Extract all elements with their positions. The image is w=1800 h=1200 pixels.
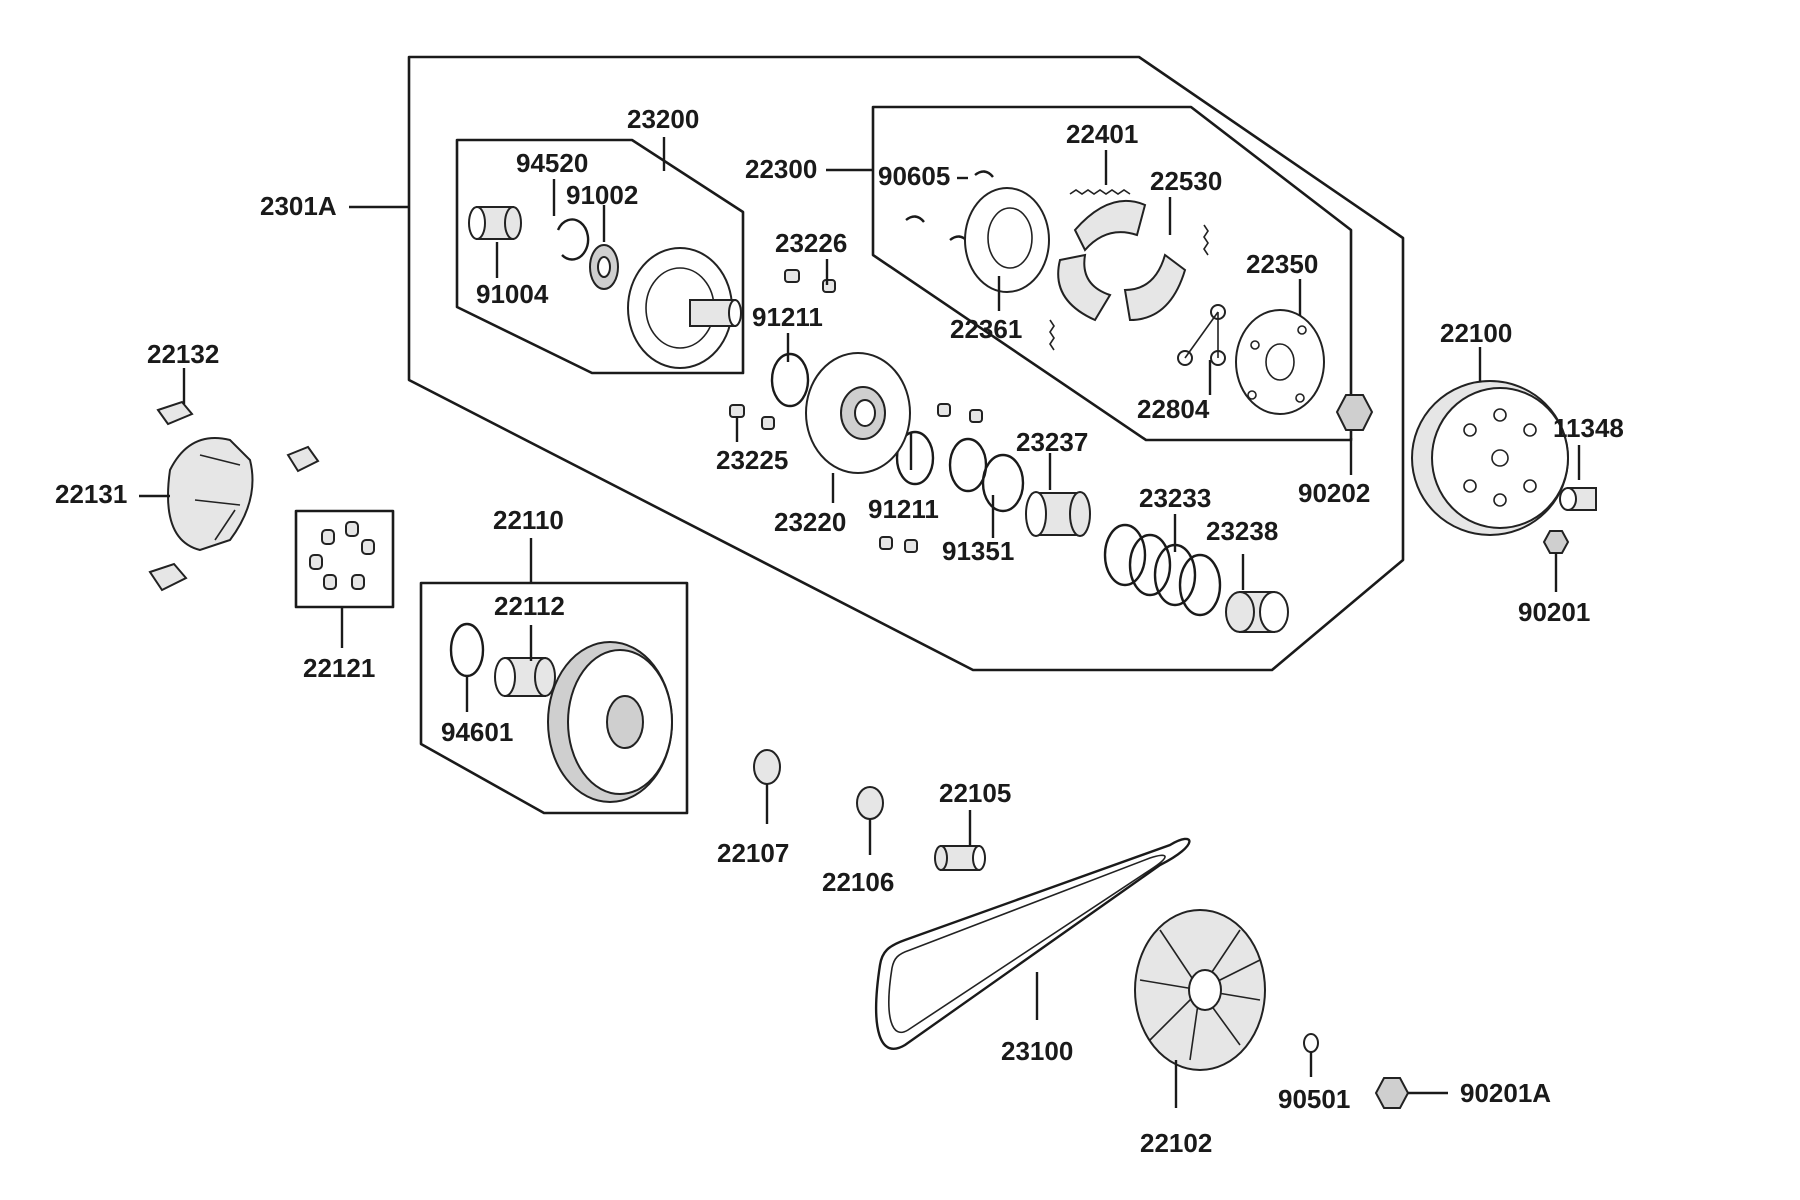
- part-22361-plate: [964, 187, 1050, 293]
- part-22112-bushing: [494, 657, 556, 697]
- part-23233-spring: [1103, 523, 1222, 617]
- callout-23225: 23225: [716, 445, 788, 475]
- part-22350-clutch-plate: [1235, 309, 1325, 415]
- part-23200-driven-face: [627, 247, 742, 369]
- callout-22102: 22102: [1140, 1128, 1212, 1158]
- callout-23237: 23237: [1016, 427, 1088, 457]
- callout-90501: 90501: [1278, 1084, 1350, 1114]
- callout-94601: 94601: [441, 717, 513, 747]
- callout-22350: 22350: [1246, 249, 1318, 279]
- callout-23238: 23238: [1206, 516, 1278, 546]
- part-22401-spring: [1069, 189, 1131, 195]
- part-91002-bearing: [589, 244, 619, 290]
- part-22110-drive-face: [547, 641, 673, 803]
- part-90201A-nut: [1374, 1077, 1410, 1109]
- part-22131-ramp-plate: [167, 437, 254, 552]
- callout-91211-lower: 91211: [868, 494, 939, 524]
- callout-22530: 22530: [1150, 166, 1222, 196]
- callout-22132: 22132: [147, 339, 219, 369]
- callout-91351: 91351: [942, 536, 1014, 566]
- part-94601-ring: [449, 622, 485, 678]
- callout-23226: 23226: [775, 228, 847, 258]
- callout-22804: 22804: [1137, 394, 1210, 424]
- callout-11348: 11348: [1553, 413, 1624, 443]
- callout-94520: 94520: [516, 148, 588, 178]
- assembly-2301A-outline: [407, 55, 1405, 672]
- callout-23200: 23200: [627, 104, 699, 134]
- assembly-22121-outline: [294, 509, 395, 609]
- part-22105-bushing: [934, 845, 986, 871]
- part-94520-circlip: [556, 218, 590, 261]
- part-91211-oring-upper: [770, 352, 810, 408]
- callout-23220: 23220: [774, 507, 846, 537]
- callout-22401: 22401: [1066, 119, 1138, 149]
- part-22106-ring: [856, 786, 884, 820]
- part-23238-collar: [1225, 591, 1289, 633]
- part-90501-washer: [1303, 1033, 1319, 1053]
- callout-22105: 22105: [939, 778, 1011, 808]
- part-guide-slider-right: [286, 445, 320, 473]
- part-23220-movable-face: [805, 352, 911, 474]
- callout-22100: 22100: [1440, 318, 1512, 348]
- part-22132-slider: [156, 400, 194, 426]
- callout-90605: 90605: [878, 161, 950, 191]
- callout-90201: 90201: [1518, 597, 1590, 627]
- callout-91002: 91002: [566, 180, 638, 210]
- callout-22110: 22110: [493, 505, 564, 535]
- callout-22300: 22300: [745, 154, 817, 184]
- part-22107-ring: [753, 749, 781, 785]
- callout-2301A: 2301A: [260, 191, 337, 221]
- part-22804-collars: [1177, 304, 1226, 366]
- callout-labels: 2301A 23200 94520 91002 91004 22300 9060…: [55, 104, 1624, 1158]
- callout-22107: 22107: [717, 838, 789, 868]
- part-pin-studs: [879, 403, 983, 553]
- callout-22361: 22361: [950, 314, 1022, 344]
- part-90202-nut: [1335, 394, 1374, 431]
- callout-90201A: 90201A: [1460, 1078, 1551, 1108]
- part-22102-fan-face: [1134, 909, 1266, 1071]
- callout-91211-upper: 91211: [752, 302, 823, 332]
- part-22530-clutch-shoes: [1057, 199, 1187, 322]
- leader-lines: [139, 137, 1581, 1108]
- callout-22121: 22121: [303, 653, 375, 683]
- callout-22131: 22131: [55, 479, 127, 509]
- part-91351-orings: [948, 437, 1025, 513]
- callout-91004: 91004: [476, 279, 549, 309]
- callout-22106: 22106: [822, 867, 894, 897]
- part-23100-drive-belt: [874, 837, 1191, 1050]
- part-22121-rollers: [309, 521, 375, 590]
- part-11348-bushing: [1559, 487, 1597, 511]
- callout-23233: 23233: [1139, 483, 1211, 513]
- assembly-23200-outline: [455, 138, 745, 375]
- callout-90202: 90202: [1298, 478, 1370, 508]
- callout-23100: 23100: [1001, 1036, 1073, 1066]
- assembly-22110-outline: [419, 581, 689, 815]
- part-91211-oring-lower: [895, 430, 935, 486]
- part-guide-slider-lower: [148, 562, 188, 592]
- part-22100-clutch-bell: [1411, 380, 1569, 536]
- part-23237-collar: [1025, 491, 1091, 537]
- part-91004-bushing: [468, 206, 522, 240]
- part-23226-pins: [784, 269, 836, 293]
- callout-22112: 22112: [494, 591, 565, 621]
- part-22530-side-springs: [1049, 224, 1209, 351]
- part-90201-nut: [1542, 530, 1570, 554]
- part-23100-drive-belt-inner: [888, 854, 1166, 1033]
